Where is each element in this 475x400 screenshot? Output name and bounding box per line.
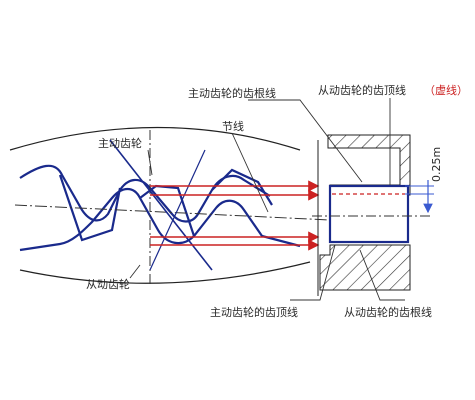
clearance-label: 0.25m (430, 147, 443, 182)
driving-gear-outer-arc (9, 126, 301, 151)
driven-gear-tooth-mid (139, 184, 196, 237)
pitch-line-label: 节线 (222, 119, 244, 133)
leader-driving-gear (147, 149, 153, 176)
leader-pitch (231, 132, 269, 213)
leader-driven-gear (129, 264, 141, 279)
lower-hatched-block (319, 244, 411, 291)
driven-gear-label: 从动齿轮 (86, 277, 130, 291)
pitch-line-path (14, 204, 331, 221)
driven-root-line-label: 从动齿轮的齿根线 (344, 305, 432, 319)
leader-driving-root (248, 99, 363, 183)
leader-driven-root (359, 249, 405, 301)
driving-root-line-label: 主动齿轮的齿根线 (188, 86, 276, 100)
projection-lines (150, 180, 320, 251)
driving-root-line-box (328, 184, 410, 244)
driven-gear-teeth (19, 187, 301, 252)
driven-tip-line-label: 从动齿轮的齿顶线 (318, 83, 406, 97)
driving-gear-tooth-right (211, 168, 273, 206)
leader-driving-tip (290, 244, 336, 301)
clearance-dimension: 0.25m (405, 147, 443, 214)
driven-gear-outer-arc (19, 261, 311, 284)
driving-gear-label: 主动齿轮 (98, 136, 142, 150)
line-of-action (109, 139, 213, 271)
leader-lines (129, 98, 405, 301)
line-of-action-2 (149, 149, 206, 271)
driven-gear (19, 184, 311, 284)
driving-tip-line-label: 主动齿轮的齿顶线 (210, 305, 298, 319)
section-view (312, 134, 430, 296)
driven-tip-line-note: （虚线） (424, 83, 468, 97)
